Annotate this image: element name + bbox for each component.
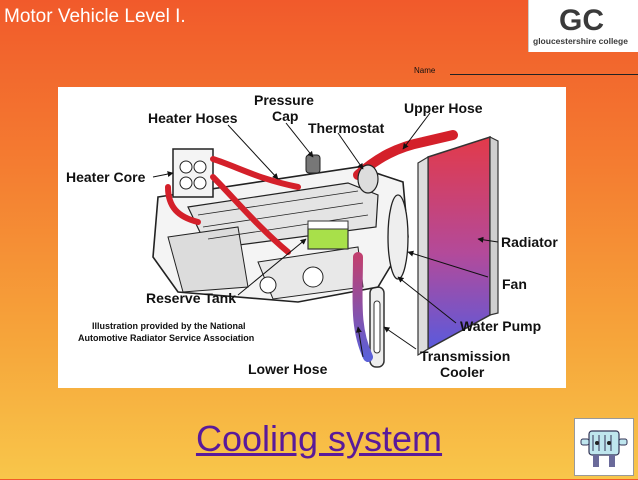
diagram-canvas: Heater Hoses Pressure Cap Thermostat Upp… <box>66 92 558 380</box>
pressure-cap-graphic <box>305 154 321 174</box>
label-fan: Fan <box>502 276 527 292</box>
leader-arrows <box>152 112 499 358</box>
label-transmission-cooler-line1: Transmission <box>420 348 510 364</box>
lower-hose-graphic <box>352 252 373 362</box>
name-field-line[interactable] <box>450 74 638 75</box>
label-reserve-tank: Reserve Tank <box>146 290 236 306</box>
label-pressure-cap-line1: Pressure <box>254 92 314 108</box>
radiator-graphic <box>417 135 499 357</box>
cooling-system-diagram: Heater Hoses Pressure Cap Thermostat Upp… <box>58 87 566 388</box>
label-thermostat: Thermostat <box>308 120 385 136</box>
heater-core-graphic <box>172 148 214 198</box>
logo-subtitle: gloucestershire college <box>533 36 628 46</box>
label-water-pump: Water Pump <box>460 318 541 334</box>
slide-title: Cooling system <box>195 418 443 459</box>
engine-graphic <box>152 166 409 303</box>
logo-graphic: GC gloucestershire college <box>533 4 628 46</box>
reserve-tank-graphic <box>307 220 349 250</box>
credit-line-2: Automotive Radiator Service Association <box>78 333 254 343</box>
logo-letters: GC <box>559 4 604 37</box>
college-logo: GC gloucestershire college <box>528 0 638 52</box>
label-lower-hose: Lower Hose <box>248 361 328 377</box>
credit-line-1: Illustration provided by the National <box>92 321 246 331</box>
label-heater-hoses: Heater Hoses <box>148 110 238 126</box>
name-label: Name <box>414 66 436 75</box>
fan-graphic <box>387 194 409 280</box>
label-transmission-cooler-line2: Cooler <box>440 364 485 380</box>
label-heater-core: Heater Core <box>66 169 146 185</box>
cooling-mascot-icon <box>574 418 634 476</box>
heater-hoses-graphic <box>165 156 301 255</box>
label-radiator: Radiator <box>501 234 558 250</box>
header-title: Motor Vehicle Level I. <box>4 6 186 27</box>
label-pressure-cap-line2: Cap <box>272 108 298 124</box>
label-upper-hose: Upper Hose <box>404 100 483 116</box>
thermostat-graphic <box>357 164 379 194</box>
